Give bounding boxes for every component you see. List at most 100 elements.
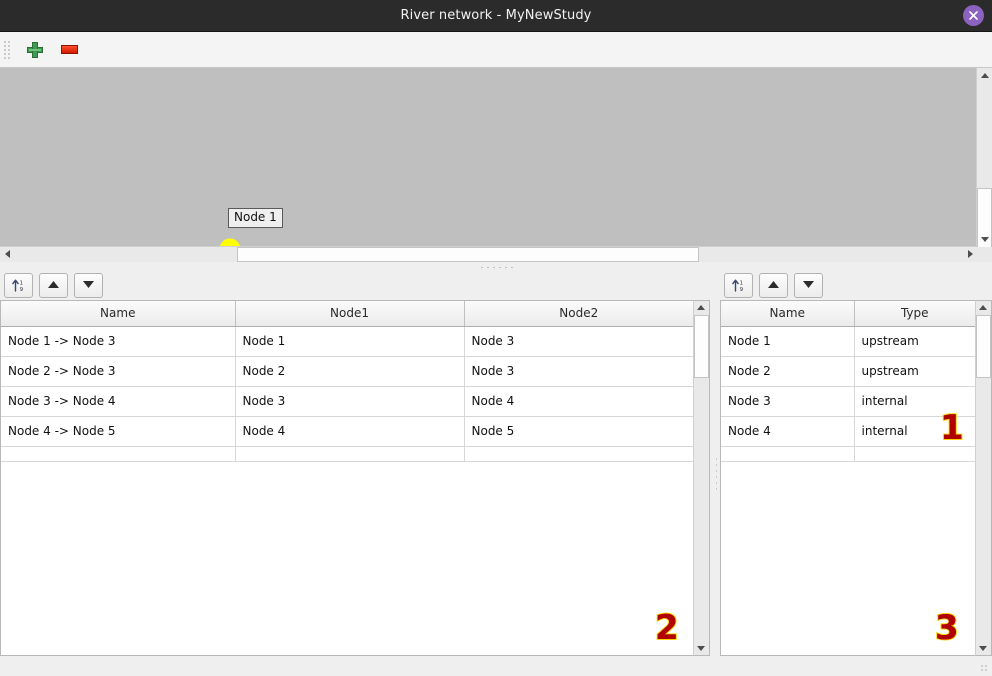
nodes-cell[interactable]: internal: [854, 386, 975, 417]
reaches-cell[interactable]: Node 4: [464, 386, 693, 417]
reaches-cell[interactable]: [1, 446, 236, 462]
remove-node-button[interactable]: [56, 37, 82, 63]
nodes-cell[interactable]: Node 4: [721, 416, 855, 447]
nodes-column-header[interactable]: Type: [854, 300, 975, 327]
reaches-cell[interactable]: Node 3: [235, 386, 465, 417]
toolbar-drag-handle[interactable]: [3, 39, 12, 60]
reaches-cell[interactable]: Node 1: [235, 326, 465, 357]
sort-arrow-icon: 1 9: [731, 278, 746, 293]
reaches-cell[interactable]: Node 2: [235, 356, 465, 387]
graph-svg: [219, 238, 241, 247]
nodes-vertical-scrollbar[interactable]: [975, 299, 992, 656]
node-label-node-1[interactable]: Node 1: [228, 208, 283, 228]
add-node-button[interactable]: [22, 37, 48, 63]
svg-text:1: 1: [740, 280, 743, 286]
nodes-move-up-button[interactable]: [759, 272, 788, 298]
svg-text:1: 1: [20, 280, 23, 286]
close-icon[interactable]: [963, 5, 984, 26]
horizontal-splitter[interactable]: [0, 261, 992, 271]
nodes-cell[interactable]: [721, 446, 855, 462]
triangle-down-icon: [802, 278, 815, 292]
scroll-down-icon[interactable]: [977, 233, 992, 247]
splitter-grip: [479, 264, 513, 268]
reaches-move-up-button[interactable]: [39, 272, 68, 298]
reaches-panel-padding: [0, 656, 710, 676]
canvas-horizontal-scrollbar[interactable]: [0, 245, 977, 262]
reaches-cell[interactable]: Node 4: [235, 416, 465, 447]
tables-area: 1 9: [0, 270, 992, 676]
reaches-cell[interactable]: Node 3: [464, 356, 693, 387]
nodes-cell[interactable]: upstream: [854, 326, 975, 357]
nodes-panel-padding: [720, 656, 992, 676]
nodes-vscroll-thumb[interactable]: [976, 314, 991, 378]
window-resize-grip[interactable]: [980, 664, 989, 673]
svg-text:9: 9: [740, 287, 744, 293]
nodes-cell[interactable]: upstream: [854, 356, 975, 387]
reaches-vertical-scrollbar[interactable]: [693, 299, 710, 656]
canvas-hscroll-thumb[interactable]: [237, 246, 699, 262]
nodes-toolbar: 1 9: [720, 270, 992, 300]
annotation-marker-2: 2: [654, 607, 680, 649]
svg-text:9: 9: [20, 287, 24, 293]
vertical-splitter[interactable]: [710, 270, 720, 676]
nodes-move-down-button[interactable]: [794, 272, 823, 298]
reaches-cell[interactable]: Node 5: [464, 416, 693, 447]
window-title: River network - MyNewStudy: [400, 8, 592, 23]
reaches-cell[interactable]: Node 4 -> Node 5: [1, 416, 236, 447]
scrollbar-corner: [977, 246, 992, 262]
reaches-column-header[interactable]: Node2: [464, 300, 693, 327]
reaches-cell[interactable]: Node 1 -> Node 3: [1, 326, 236, 357]
triangle-down-icon: [82, 278, 95, 292]
reaches-toolbar: 1 9: [0, 270, 710, 300]
title-bar: River network - MyNewStudy: [0, 0, 992, 32]
reaches-vscroll-thumb[interactable]: [694, 314, 709, 378]
nodes-scroll-up-icon[interactable]: [975, 301, 990, 315]
nodes-cell[interactable]: Node 3: [721, 386, 855, 417]
reaches-sort-button[interactable]: 1 9: [4, 272, 33, 298]
table-row[interactable]: [1, 446, 693, 462]
reaches-cell[interactable]: [235, 446, 465, 462]
graph-node-node-1[interactable]: [219, 238, 241, 247]
nodes-cell[interactable]: Node 2: [721, 356, 855, 387]
nodes-sort-button[interactable]: 1 9: [724, 272, 753, 298]
table-row[interactable]: [721, 446, 975, 462]
nodes-panel: 1 9: [720, 270, 992, 676]
nodes-column-header[interactable]: Name: [721, 300, 855, 327]
reaches-cell[interactable]: Node 3: [464, 326, 693, 357]
reaches-cell[interactable]: [464, 446, 693, 462]
scroll-left-icon[interactable]: [0, 247, 14, 262]
nodes-cell[interactable]: internal: [854, 416, 975, 447]
nodes-cell[interactable]: [854, 446, 975, 462]
reaches-scroll-down-icon[interactable]: [693, 641, 708, 655]
reaches-cell[interactable]: Node 3 -> Node 4: [1, 386, 236, 417]
main-toolbar: [0, 32, 992, 68]
nodes-scroll-down-icon[interactable]: [975, 641, 990, 655]
nodes-cell[interactable]: Node 1: [721, 326, 855, 357]
scroll-right-icon[interactable]: [963, 247, 977, 262]
plus-icon: [27, 41, 43, 58]
reaches-column-header[interactable]: Name: [1, 300, 236, 327]
reaches-scroll-up-icon[interactable]: [693, 301, 708, 315]
reaches-cell[interactable]: Node 2 -> Node 3: [1, 356, 236, 387]
reaches-move-down-button[interactable]: [74, 272, 103, 298]
reaches-column-header[interactable]: Node1: [235, 300, 465, 327]
canvas-vertical-scrollbar[interactable]: [976, 68, 992, 262]
scroll-up-icon[interactable]: [977, 68, 992, 82]
annotation-marker-3: 3: [934, 607, 960, 649]
